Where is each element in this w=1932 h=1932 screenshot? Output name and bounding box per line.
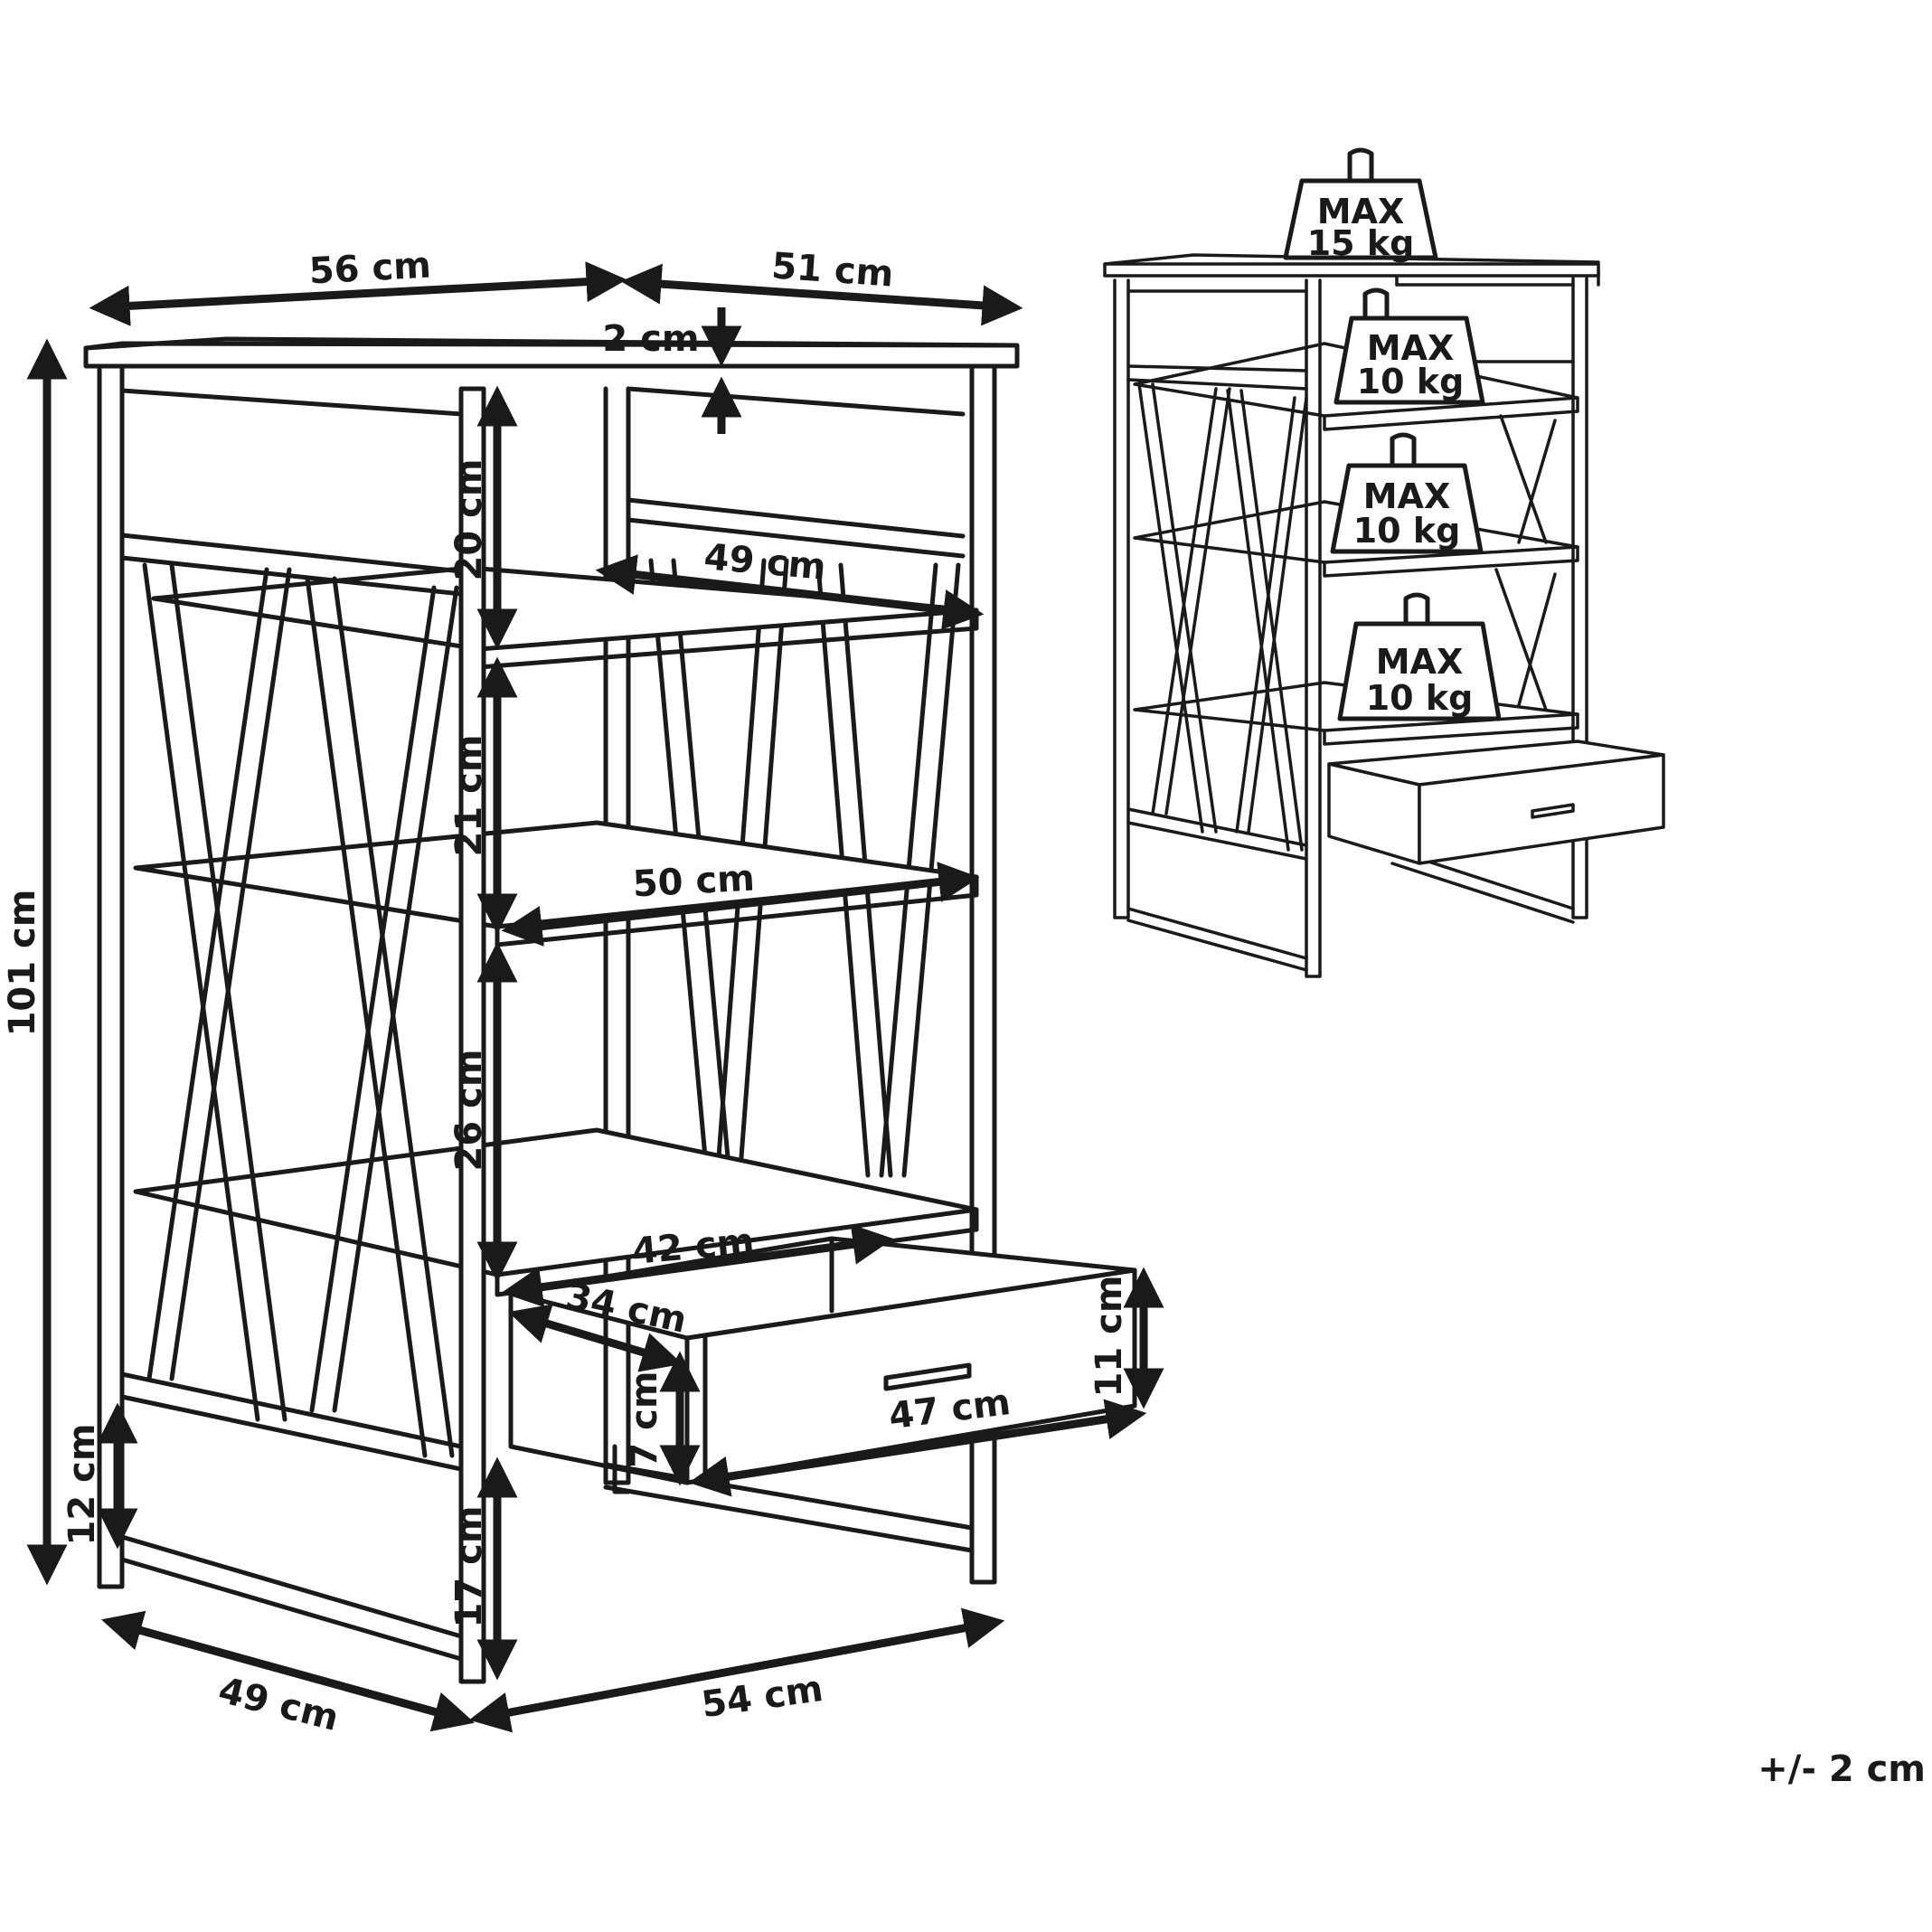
- side-brace-b: [146, 567, 292, 1381]
- dim-base-depth: [100, 1610, 476, 1732]
- load-shelf-1-edge: [1323, 396, 1579, 431]
- load-side-panel: [1126, 289, 1308, 391]
- back-right-leg: [969, 363, 997, 1585]
- label-top-depth: 51 cm: [770, 245, 895, 295]
- back-upper-panel: [626, 386, 966, 559]
- load-shelf-3-edge: [1323, 712, 1579, 746]
- label-drawer-front-height: 11 cm: [1089, 1276, 1130, 1398]
- label-bottom-clearance: 17 cm: [448, 1506, 490, 1628]
- weight-top-handle: [1347, 147, 1374, 184]
- dim-drawer-inner-depth: [508, 1304, 683, 1372]
- weight-3-value: 10 kg: [1366, 678, 1474, 718]
- load-brace-b: [1226, 389, 1308, 852]
- weight-3-handle: [1403, 592, 1430, 627]
- side-brace-a: [142, 562, 287, 1422]
- load-right-leg: [1571, 277, 1588, 919]
- weight-3-max: MAX: [1376, 642, 1464, 682]
- tolerance-note: +/- 2 cm: [1758, 1748, 1926, 1790]
- dim-shelf-2: [501, 862, 980, 947]
- load-back-braces: [1494, 414, 1557, 712]
- weight-1-handle: [1362, 287, 1390, 321]
- weight-top-body: [1283, 178, 1438, 260]
- load-brace-a: [1137, 382, 1231, 834]
- shelf-2: [133, 820, 979, 929]
- label-second-gap: 21 cm: [448, 735, 490, 857]
- front-left-leg: [97, 359, 125, 1589]
- load-drawer-handle: [1531, 803, 1575, 819]
- load-front-leg: [1305, 278, 1322, 978]
- label-shelf-2: 50 cm: [632, 858, 756, 906]
- dim-shelf-1: [595, 554, 985, 630]
- side-lower-frame: [119, 1371, 464, 1662]
- weight-1-body: [1334, 316, 1485, 405]
- weight-top-value: 15 kg: [1307, 223, 1415, 263]
- dim-drawer-inner-width: [501, 1224, 894, 1307]
- dimension-lines: [26, 261, 1164, 1733]
- weight-2-handle: [1390, 432, 1417, 468]
- label-total-height: 101 cm: [2, 890, 43, 1037]
- dim-base-width: [468, 1607, 1005, 1733]
- weight-top: MAX 15 kg: [1283, 147, 1438, 263]
- weight-2-value: 10 kg: [1353, 511, 1461, 551]
- weight-top-max: MAX: [1317, 192, 1405, 231]
- dimension-labels: 56 cm 51 cm 2 cm 101 cm 20 cm 21 cm 26 c…: [2, 245, 1130, 1740]
- label-top-thickness: 2 cm: [602, 318, 699, 360]
- load-left-leg: [1113, 278, 1130, 919]
- label-drawer-inner-height: 7 cm: [624, 1371, 665, 1467]
- load-side-lower: [1126, 807, 1308, 972]
- label-base-rail: 12 cm: [61, 1424, 103, 1546]
- label-upper-gap: 20 cm: [448, 459, 490, 581]
- top-board-back-edge: [83, 336, 1020, 351]
- label-third-gap: 26 cm: [448, 1050, 490, 1172]
- main-shelf-drawing: [83, 336, 1137, 1684]
- weight-2-body: [1330, 463, 1484, 554]
- dim-drawer-front-width: [688, 1399, 1147, 1497]
- side-brace-c: [305, 576, 455, 1458]
- load-shelf-2-edge: [1323, 545, 1579, 578]
- top-board: [83, 341, 1020, 369]
- front-right-leg: [458, 386, 486, 1684]
- load-top-back: [1103, 253, 1600, 266]
- weight-1-value: 10 kg: [1357, 362, 1465, 401]
- dim-top-width: [89, 261, 627, 326]
- weight-1-max: MAX: [1367, 328, 1455, 368]
- rear-foot: [612, 1444, 631, 1494]
- weight-shelf-3: MAX 10 kg: [1337, 592, 1502, 721]
- drawer-handle: [883, 1362, 972, 1391]
- load-top-board: [1103, 262, 1600, 278]
- dim-top-depth: [620, 263, 1023, 326]
- label-top-width: 56 cm: [308, 245, 432, 293]
- weight-3-body: [1337, 621, 1502, 721]
- weight-shelf-1: MAX 10 kg: [1334, 287, 1485, 405]
- side-brace-d: [309, 585, 459, 1413]
- side-upper-panel: [119, 388, 464, 597]
- weight-2-max: MAX: [1363, 476, 1451, 516]
- weight-shelf-2: MAX 10 kg: [1330, 432, 1484, 554]
